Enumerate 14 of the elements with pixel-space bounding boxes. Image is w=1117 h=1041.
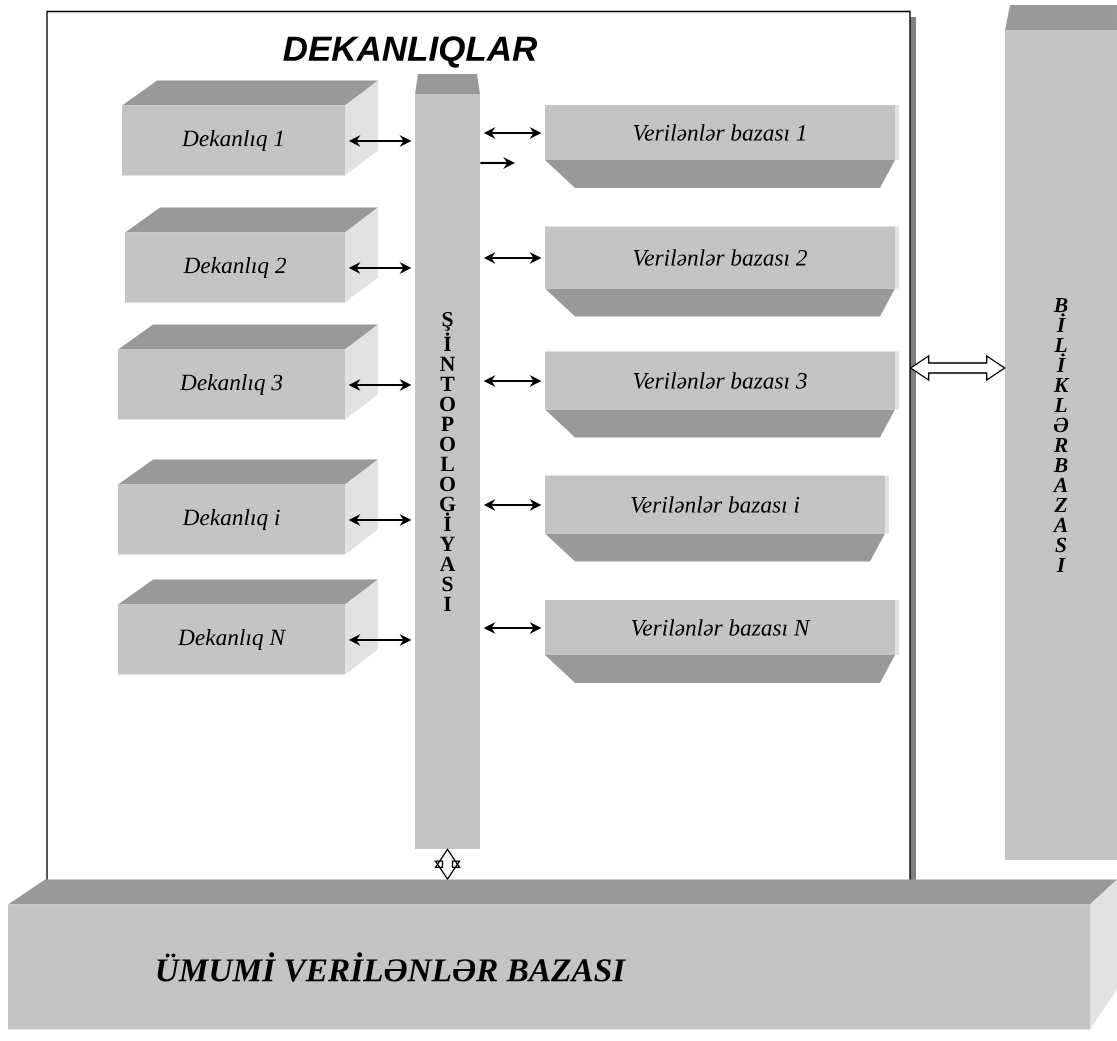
block-box: Dekanlıq 1 (122, 80, 378, 176)
database-box: Verilənlər bazası 1 (545, 105, 899, 188)
knowledge-base-bar: BİLİKLƏR BAZASI (1005, 5, 1117, 860)
database-slab: ÜMUMİ VERİLƏNLƏR BAZASI (8, 879, 1117, 1030)
block-box: Dekanlıq 2 (125, 207, 378, 303)
database-box: Verilənlər bazası 2 (545, 226, 899, 317)
bus-bar: ŞİN TOPOLOGİYASI (415, 74, 480, 849)
block-box: Dekanlıq N (118, 579, 378, 675)
database-box: Verilənlər bazası 3 (545, 351, 899, 438)
database-box: Verilənlər bazası i (545, 475, 889, 562)
block-box: Dekanlıq i (118, 459, 378, 555)
arrow (434, 848, 461, 881)
database-box: Verilənlər bazası N (545, 600, 899, 683)
block-box: Dekanlıq 3 (118, 324, 378, 420)
